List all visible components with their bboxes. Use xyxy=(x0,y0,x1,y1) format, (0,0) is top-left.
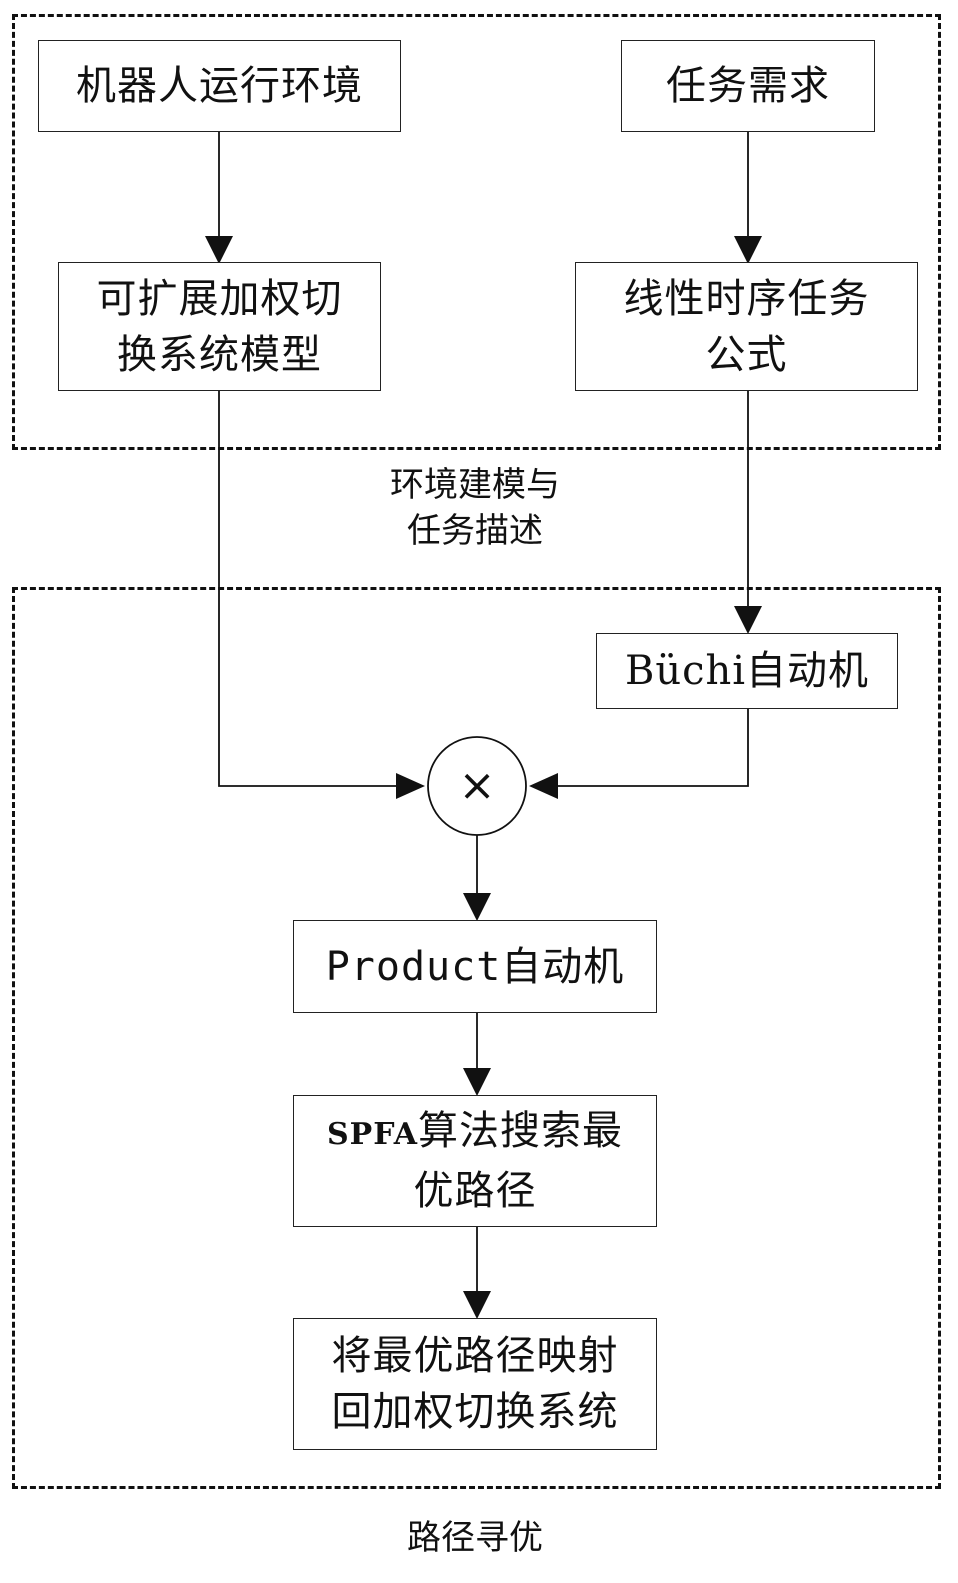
arrowhead-right-op xyxy=(529,773,558,799)
ltl-formula-box: 线性时序任务 公式 xyxy=(575,262,918,391)
spfa-search-line-1: 算法搜索最 xyxy=(418,1108,623,1154)
arrowhead-model xyxy=(205,236,233,264)
product-automaton-box: Product自动机 xyxy=(293,920,657,1013)
arrowhead-spfa xyxy=(463,1068,491,1096)
product-operator-symbol: × xyxy=(437,758,517,814)
product-automaton-prefix: Product xyxy=(326,944,502,990)
arrowhead-ltl xyxy=(734,236,762,264)
arrowhead-product xyxy=(463,893,491,921)
modeling-caption-line-1: 环境建模与 xyxy=(330,462,620,508)
map-back-line-2: 回加权切换系统 xyxy=(332,1384,619,1440)
map-back-box: 将最优路径映射 回加权切换系统 xyxy=(293,1318,657,1450)
robot-environment-label: 机器人运行环境 xyxy=(76,58,363,114)
spfa-search-box: SPFA算法搜索最 优路径 xyxy=(293,1095,657,1227)
map-back-line-1: 将最优路径映射 xyxy=(332,1328,619,1384)
ltl-formula-line-2: 公式 xyxy=(706,327,788,383)
buchi-automaton-box: Büchi自动机 xyxy=(596,633,898,709)
modeling-group-caption: 环境建模与 任务描述 xyxy=(330,462,620,554)
ltl-formula-line-1: 线性时序任务 xyxy=(624,271,870,327)
edge-buchi-to-product-op xyxy=(556,708,748,786)
task-requirement-box: 任务需求 xyxy=(621,40,875,132)
task-requirement-label: 任务需求 xyxy=(666,58,830,114)
buchi-automaton-label: Büchi自动机 xyxy=(625,643,869,699)
product-automaton-suffix: 自动机 xyxy=(501,944,624,990)
edge-model-to-product-op xyxy=(219,390,398,786)
weighted-switching-model-line-2: 换系统模型 xyxy=(117,327,322,383)
search-group-caption: 路径寻优 xyxy=(355,1515,595,1561)
spfa-search-line-2: 优路径 xyxy=(414,1163,537,1219)
arrowhead-left-op xyxy=(396,773,425,799)
spfa-algorithm-name: SPFA xyxy=(327,1117,418,1152)
arrowhead-buchi xyxy=(734,606,762,634)
weighted-switching-model-line-1: 可扩展加权切 xyxy=(97,271,343,327)
arrowhead-map xyxy=(463,1291,491,1319)
weighted-switching-model-box: 可扩展加权切 换系统模型 xyxy=(58,262,381,391)
modeling-caption-line-2: 任务描述 xyxy=(330,508,620,554)
robot-environment-box: 机器人运行环境 xyxy=(38,40,401,132)
